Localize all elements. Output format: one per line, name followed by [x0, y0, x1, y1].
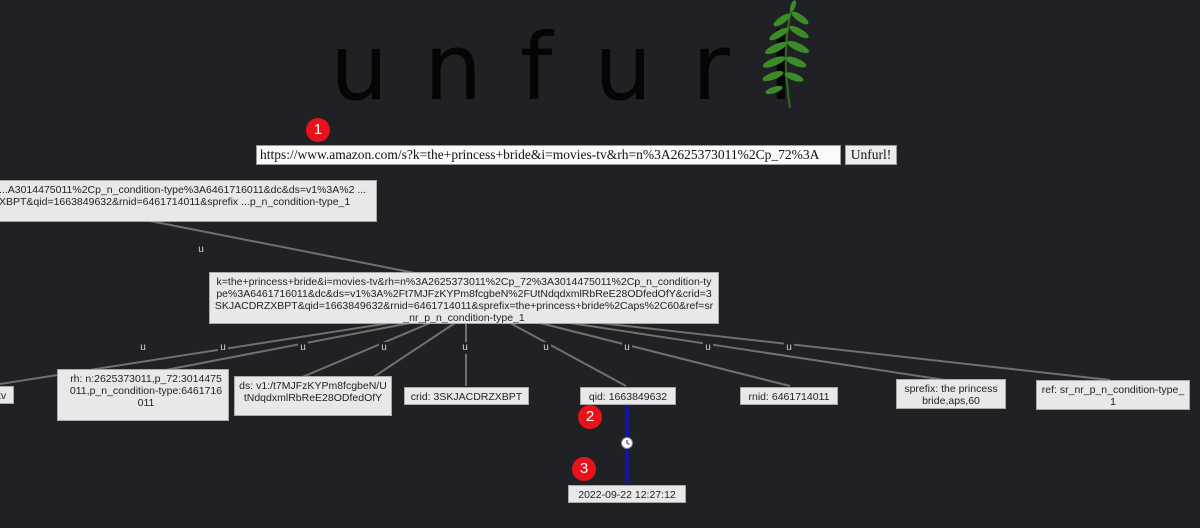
edge-root-query: [149, 220, 421, 275]
edge-query-ds: [299, 322, 431, 379]
edge-label-crid: u: [379, 342, 389, 354]
node-qid[interactable]: qid: 1663849632: [580, 387, 676, 405]
edge-label-rnid: u: [622, 342, 632, 354]
edge-label-rh: u: [218, 342, 228, 354]
edge-label-qid: u: [541, 342, 551, 354]
edge-label-crid2: u: [460, 342, 470, 354]
url-input[interactable]: [256, 145, 841, 165]
edge-query-sprefix: [569, 322, 946, 381]
edge-query-rnid: [539, 322, 791, 387]
edge-label-ds: u: [298, 342, 308, 354]
edge-label-i: u: [138, 342, 148, 354]
node-i[interactable]: tv: [0, 386, 14, 404]
logo-letter-f: f: [520, 14, 553, 121]
edge-label-root-query: u: [196, 244, 206, 256]
node-rh[interactable]: rh: n:2625373011,p_72:3014475011,p_n_con…: [57, 369, 229, 421]
edge-query-qid: [509, 322, 627, 387]
node-ref[interactable]: ref: sr_nr_p_n_condition-type_1: [1036, 380, 1190, 410]
node-sprefix[interactable]: sprefix: the princess bride,aps,60: [896, 379, 1006, 409]
edge-query-rh: [149, 322, 411, 374]
logo-letter-u2: u: [594, 14, 653, 121]
badge-2: 2: [578, 405, 602, 429]
node-rnid[interactable]: rnid: 6461714011: [740, 387, 838, 405]
edge-label-ref: u: [784, 342, 794, 354]
node-ds[interactable]: ds: v1:/t7MJFzKYPm8fcgbeN/UtNdqdxmlRbReE…: [234, 376, 392, 416]
logo-letter-n: n: [424, 14, 483, 121]
node-query-string[interactable]: k=the+princess+bride&i=movies-tv&rh=n%3A…: [209, 272, 719, 324]
fern-leaf-icon: [762, 0, 809, 109]
edge-query-ref: [599, 322, 1111, 381]
badge-3: 3: [572, 457, 596, 481]
unfurl-logo: u n f u r l: [330, 18, 810, 118]
unfurl-button[interactable]: Unfurl!: [845, 145, 897, 165]
logo-letter-u: u: [330, 14, 389, 121]
badge-1: 1: [306, 118, 330, 142]
node-crid[interactable]: crid: 3SKJACDRZXBPT: [404, 387, 529, 405]
logo-letter-r: r: [692, 14, 730, 121]
edge-label-sprefix: u: [703, 342, 713, 354]
node-timestamp[interactable]: 2022-09-22 12:27:12: [568, 485, 686, 503]
node-root[interactable]: ...A3014475011%2Cp_n_condition-type%3A64…: [0, 180, 377, 222]
edge-query-crid: [359, 322, 456, 387]
